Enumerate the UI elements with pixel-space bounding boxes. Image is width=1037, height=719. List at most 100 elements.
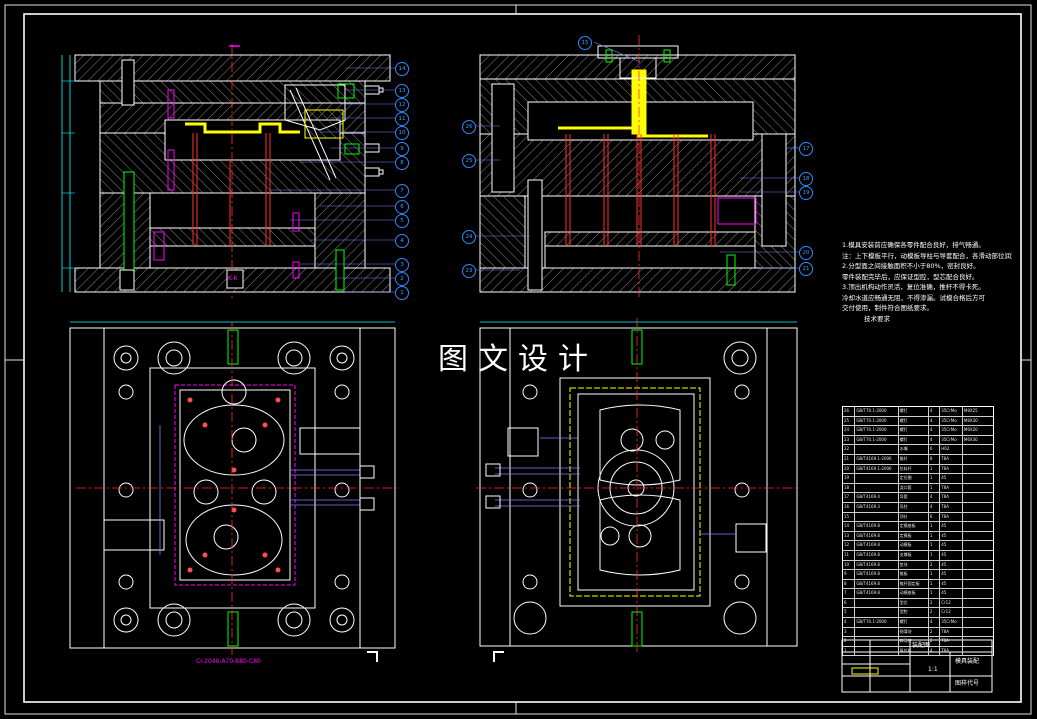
part-callout: 24 [462,230,476,244]
bom-cell [963,608,993,617]
bom-cell: 1 [929,531,941,541]
border-ticks [5,5,1031,714]
bom-cell [855,637,899,646]
bom-cell: 1 [929,550,941,560]
part-callout: 15 [578,36,592,50]
bom-cell: T8A [940,502,963,512]
drawing-name: 装配图 [912,642,931,649]
bom-cell [963,532,993,541]
bom-cell: T8A [940,512,963,522]
part-callout: 14 [395,62,409,76]
part-callout: 6 [395,200,409,214]
bom-cell: T8A [940,493,963,502]
bom-cell: 35CrMo [940,618,963,627]
bom-cell: 顶针 [899,512,929,522]
bom-cell: 定模座板 [899,522,929,531]
bom-cell [855,445,899,454]
bom-cell: 螺钉 [899,426,929,435]
bom-cell: 1 [929,541,941,550]
bom-cell: 4 [929,618,941,627]
bom-cell: 拉料杆 [899,464,929,474]
bom-cell: 12 [843,541,856,550]
bom-cell: 4 [929,435,941,445]
bottom-dimension-label: CI-2040-A70-B80-C80 [196,658,261,665]
part-callout: 13 [395,84,409,98]
bom-cell: 45 [940,474,963,483]
bom-cell: GB/T70.1-2000 [855,618,899,627]
bom-cell: 1 [929,474,941,483]
note-line: 注：上下模板平行，动模板导柱与导套配合，各滑动部位润滑。 [842,251,1012,260]
bom-cell [963,522,993,531]
bom-cell [963,503,993,512]
bom-cell: T8A [940,646,963,656]
part-callout: 18 [799,172,813,186]
part-callout: 23 [462,264,476,278]
bom-cell: 11 [843,550,856,560]
note-line: 冷却水道应畅通无阻，不得渗漏。试模合格后方可 [842,293,985,302]
bom-cell: T8A [940,454,963,464]
bom-cell: GB/T4169.4 [855,493,899,502]
plan-view-left [69,321,400,662]
bom-cell: 24 [843,426,856,435]
bom-cell [963,445,993,454]
bom-cell: 25 [843,416,856,426]
bom-cell: 18 [843,483,856,493]
bom-cell: 9 [843,570,856,579]
bom-cell: 1 [929,589,941,598]
bom-cell [855,474,899,483]
bom-cell [963,599,993,608]
technical-notes: 1.模具安装前应确保各零件配合良好，排气畅通。 注：上下模板平行，动模板导柱与导… [842,240,1012,324]
bom-cell: 45 [940,560,963,570]
bom-cell: 6 [843,598,856,608]
bom-cell: 3 [843,627,856,637]
bom-cell: 2 [929,598,941,608]
bom-cell: GB/T4169.8 [855,560,899,570]
bom-cell: Cr12 [940,598,963,608]
leaders-left [270,67,395,293]
bom-cell: 26 [843,407,856,416]
bom-cell [963,561,993,570]
part-callout: 4 [395,234,409,248]
bom-cell: GB/T4169.8 [855,522,899,531]
bom-cell: 17 [843,493,856,502]
bom-cell: 1 [843,646,856,656]
bom-cell [963,618,993,627]
bom-cell: GB/T4169.1-2006 [855,464,899,474]
bom-cell: H62 [940,445,963,454]
bom-cell: 螺钉 [899,618,929,627]
plan-view-right [476,318,800,662]
bom-cell: 45 [940,589,963,598]
note-line: 零件装配完毕后，应保证型腔，型芯配合良好。 [842,272,979,281]
bom-cell: 4 [929,502,941,512]
bom-cell: 侧滑块 [899,627,929,637]
bom-cell [963,493,993,502]
bom-cell: 型芯 [899,598,929,608]
bom-cell: 35CrMo [940,416,963,426]
bom-cell: 2 [929,560,941,570]
bom-cell: 4 [843,618,856,627]
bom-cell: GB/T4169.8 [855,570,899,579]
bom-cell: 15 [843,512,856,522]
bom-cell: 45 [940,541,963,550]
bom-cell: 螺钉 [899,407,929,416]
bom-cell [963,580,993,589]
bom-cell: 导柱 [899,502,929,512]
bom-cell: 1 [929,570,941,579]
bom-cell: 4 [929,426,941,435]
